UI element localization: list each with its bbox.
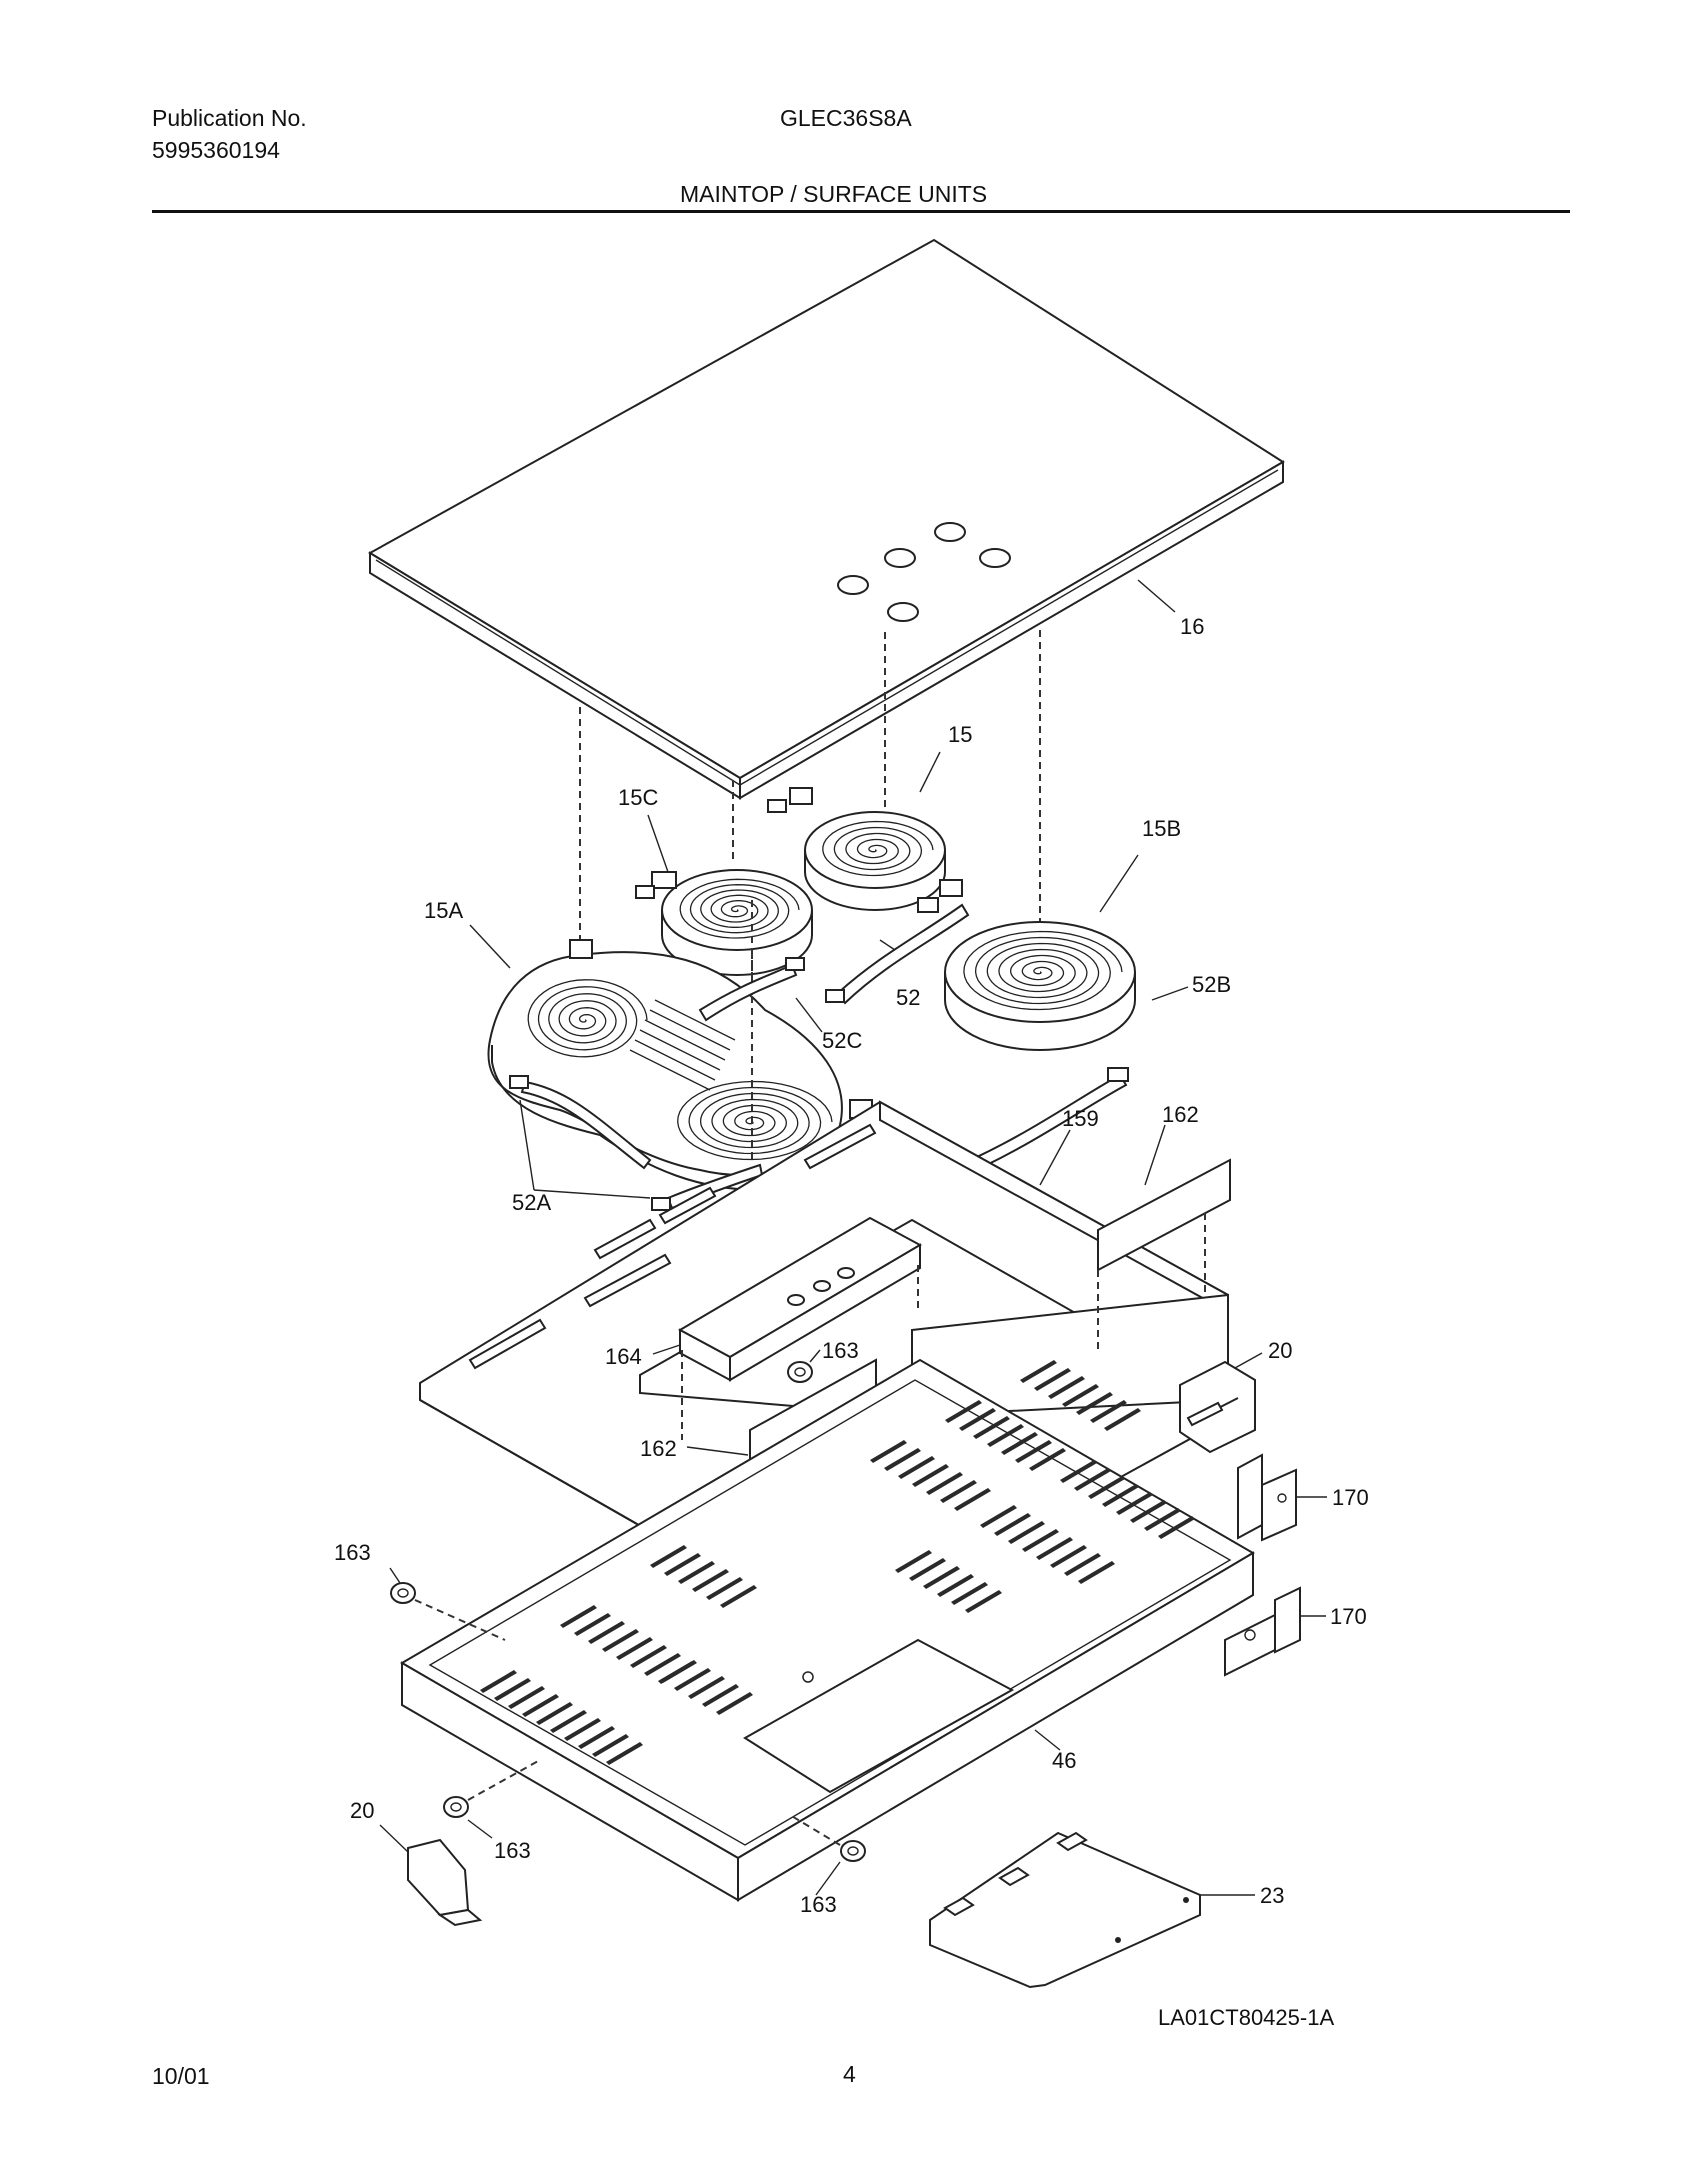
- section-title: MAINTOP / SURFACE UNITS: [680, 181, 988, 207]
- callout-164: 164: [605, 1344, 642, 1369]
- grommet-163: [443, 1796, 469, 1818]
- control-knob-holes: [837, 522, 1011, 622]
- callout-46: 46: [1052, 1748, 1076, 1773]
- callout-159: 159: [1062, 1106, 1099, 1131]
- bridge-coil: [629, 999, 736, 1091]
- header-rule: [152, 210, 1570, 213]
- alignment-line: [467, 1759, 541, 1801]
- drawing-number: LA01CT80425-1A: [1158, 2005, 1334, 2030]
- vent-slots: [480, 1360, 1195, 1765]
- callout-15b: 15B: [1142, 816, 1181, 841]
- callout-163-bottom-left: 163: [494, 1838, 531, 1863]
- grommet-163: [390, 1582, 416, 1604]
- callout-170-upper: 170: [1332, 1485, 1369, 1510]
- callout-15a: 15A: [424, 898, 463, 923]
- callout-52a: 52A: [512, 1190, 551, 1215]
- callout-16: 16: [1180, 614, 1204, 639]
- callout-20-right: 20: [1268, 1338, 1292, 1363]
- callout-52: 52: [896, 985, 920, 1010]
- callout-23: 23: [1260, 1883, 1284, 1908]
- grommet-163: [787, 1361, 813, 1383]
- model-number: GLEC36S8A: [780, 105, 912, 131]
- burner-box-46: [400, 1358, 1255, 1902]
- bracket-170-upper: [1237, 1453, 1297, 1542]
- callout-15: 15: [948, 722, 972, 747]
- publication-number: 5995360194: [152, 137, 280, 163]
- callout-163-bottom-right: 163: [800, 1892, 837, 1917]
- callout-162-lower: 162: [640, 1436, 677, 1461]
- callout-52c: 52C: [822, 1028, 862, 1053]
- surface-element-15a: [487, 900, 873, 1192]
- maintop-glass: [368, 238, 1285, 800]
- bracket-52: [825, 903, 970, 1005]
- cover-plate-23: [929, 1831, 1201, 1989]
- switch-bracket-164: [677, 1216, 923, 1440]
- surface-element-15c: [635, 869, 813, 976]
- publication-label: Publication No.: [152, 105, 307, 131]
- callout-162-upper: 162: [1162, 1102, 1199, 1127]
- bracket-20-left: [407, 1838, 483, 1927]
- callout-20-left: 20: [350, 1798, 374, 1823]
- leader-lines: [379, 579, 1327, 1896]
- callout-170-lower: 170: [1330, 1604, 1367, 1629]
- bracket-20-right: [1179, 1360, 1256, 1454]
- grommet-163: [840, 1840, 866, 1862]
- alignment-line: [789, 1814, 841, 1846]
- vent-slots: [468, 1123, 877, 1370]
- surface-element-15b: [917, 879, 1136, 1051]
- callout-163-upper: 163: [822, 1338, 859, 1363]
- surface-element-15: [767, 787, 946, 911]
- callout-163-left: 163: [334, 1540, 371, 1565]
- bracket-52c: [698, 957, 805, 1022]
- page-number: 4: [843, 2061, 856, 2087]
- callout-15c: 15C: [618, 785, 658, 810]
- bracket-170-lower: [1224, 1586, 1301, 1677]
- alignment-line: [414, 1599, 506, 1641]
- shield-plate-162-upper: [1097, 1158, 1231, 1352]
- footer-date: 10/01: [152, 2063, 210, 2089]
- callout-52b: 52B: [1192, 972, 1231, 997]
